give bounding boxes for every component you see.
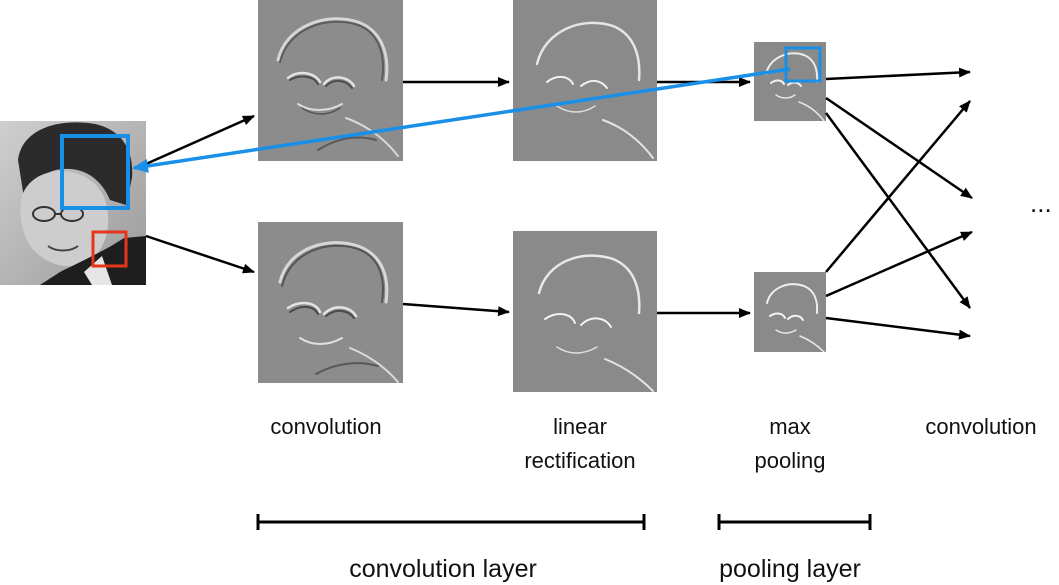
feature-map-relu-top [513,0,657,161]
label-max-pooling: max pooling [730,410,850,478]
pooled-unit-box [784,46,822,83]
label-convolution-layer: convolution layer [349,555,537,583]
ellipsis: ... [1030,188,1052,218]
feature-map-conv-top [258,0,403,161]
label-convolution-1: convolution [270,414,382,439]
arrow-input-to-conv-top [145,114,255,166]
arrow-conv-to-relu-bottom [402,302,510,317]
arrow-pool-bottom-to-out-3 [825,316,971,340]
arrow-pool-top-to-out-2 [825,96,973,200]
label-max: max [769,414,811,439]
convolution-layer-bracket [256,514,646,530]
arrow-pool-bottom-to-out-2 [825,230,973,298]
label-rectification: rectification [524,448,636,473]
receptive-field-box [60,134,130,210]
feature-map-pool-bottom [754,272,826,353]
arrow-input-to-conv-bottom [145,234,255,274]
feature-map-relu-bottom [513,231,657,392]
input-image [0,121,146,285]
pooling-layer-bracket [717,514,872,530]
local-patch-box [91,230,128,268]
label-linear-rectification: linear rectification [500,410,660,478]
feature-map-conv-bottom [258,222,403,383]
arrow-pool-top-to-out-1 [825,67,971,81]
label-linear: linear [553,414,607,439]
label-convolution-2: convolution [925,414,1037,439]
arrow-pool-top-to-out-3 [824,112,972,309]
label-pooling-layer: pooling layer [719,555,861,583]
feature-map-pool-top [754,42,826,122]
arrow-pool-bottom-to-out-1 [825,100,971,273]
arrows [145,67,973,340]
label-pooling: pooling [754,448,826,473]
receptive-field-arrow [132,67,791,173]
